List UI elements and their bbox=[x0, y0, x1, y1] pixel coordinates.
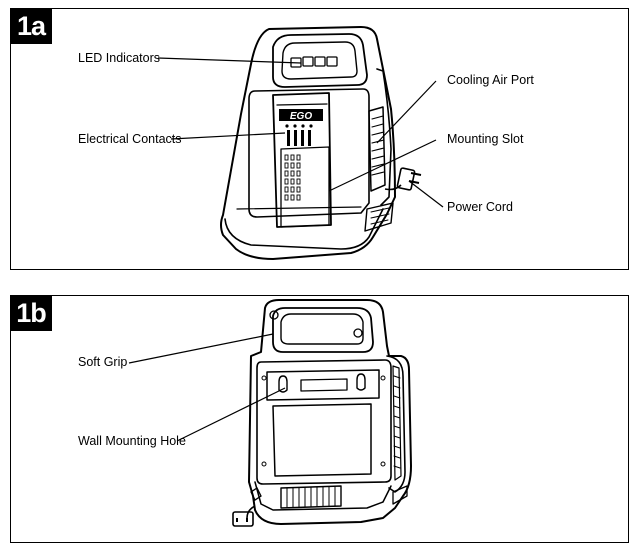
callout-soft-grip: Soft Grip bbox=[78, 355, 128, 369]
charger-back-shell bbox=[248, 299, 412, 525]
label-area bbox=[272, 403, 372, 477]
figure-1b-panel: 1b bbox=[10, 295, 629, 543]
figure-1a-tag: 1a bbox=[10, 8, 52, 44]
callout-electrical-contacts: Electrical Contacts bbox=[78, 132, 182, 146]
side-vents bbox=[392, 365, 402, 481]
wall-mounting-holes bbox=[278, 373, 366, 393]
electrical-contacts bbox=[285, 124, 313, 146]
ego-logo-text: EGO bbox=[290, 111, 312, 122]
figure-1a-panel: 1a bbox=[10, 8, 629, 270]
ego-logo-plate bbox=[279, 109, 323, 121]
soft-grip bbox=[272, 307, 374, 353]
led-indicators bbox=[290, 56, 338, 68]
callout-cooling-air-port: Cooling Air Port bbox=[447, 73, 534, 87]
mounting-slot bbox=[272, 92, 332, 228]
charger-handle-inner bbox=[281, 41, 358, 80]
callout-led-indicators: LED Indicators bbox=[78, 51, 160, 65]
power-cord bbox=[384, 167, 422, 191]
screw-dots bbox=[261, 375, 386, 467]
charger-outer-shell bbox=[220, 26, 396, 260]
callout-mounting-slot: Mounting Slot bbox=[447, 132, 524, 146]
callout-power-cord: Power Cord bbox=[447, 200, 513, 214]
leader-lines bbox=[157, 57, 444, 208]
charger-handle bbox=[272, 33, 368, 88]
power-plug bbox=[232, 487, 262, 527]
figure-1b-tag: 1b bbox=[10, 295, 52, 331]
cooling-air-port bbox=[368, 106, 386, 192]
back-plate bbox=[256, 359, 392, 485]
charger-back-illustration bbox=[128, 299, 412, 527]
charger-front-illustration: EGO bbox=[157, 26, 444, 260]
battery-vent-grid bbox=[284, 154, 301, 201]
leader-lines bbox=[128, 333, 286, 442]
bottom-vent bbox=[280, 485, 342, 509]
charger-front-frame bbox=[248, 88, 370, 218]
callout-wall-mounting-hole: Wall Mounting Hole bbox=[78, 434, 186, 448]
